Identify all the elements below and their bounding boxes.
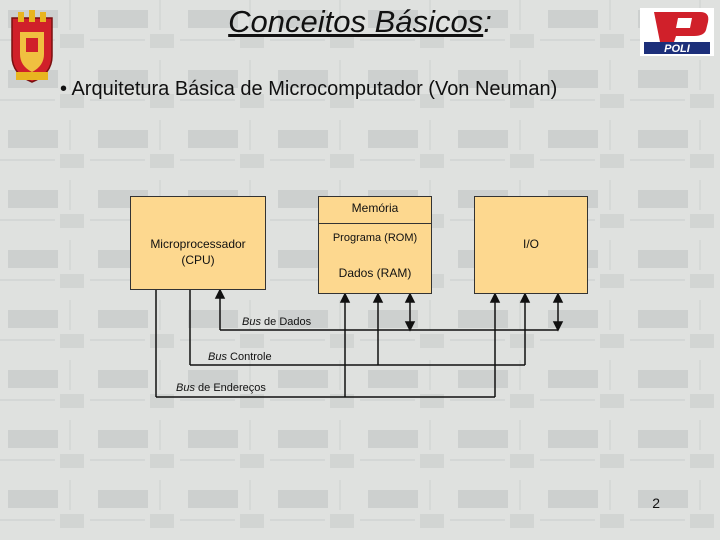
io-box [474,196,588,294]
page-title-text: Conceitos Básicos [228,4,484,39]
control-bus-io-arrow [519,292,531,303]
data-bus-label: Bus de Dados [242,316,311,328]
poli-logo-text: POLI [664,43,691,55]
page-title-suffix: : [483,4,492,39]
page-number: 2 [652,495,660,511]
io-label: I/O [522,237,539,251]
data-bus-label-rest: de Dados [260,316,312,328]
address-bus-mem-arrow [339,292,351,303]
memory-box [318,196,432,294]
ufpe-logo [11,10,53,83]
bullet-text: • Arquitetura Básica de Microcomputador … [60,78,558,100]
address-bus-label-italic: Bus [176,382,195,394]
memory-title: Memória [351,201,399,215]
memory-rom: Programa (ROM) [332,232,418,244]
data-bus-cpu-arrow [214,288,226,299]
address-bus-label-rest: de Endereços [194,382,266,394]
poli-logo: POLI [640,8,714,56]
memory-ram: Dados (RAM) [338,266,412,280]
memory-header [318,196,432,224]
control-bus-label: Bus Controle [208,351,272,363]
address-bus-label: Bus de Endereços [176,382,266,394]
data-bus-io-arrow-down [552,321,564,332]
cpu-label-line1: Microprocessador [150,237,246,251]
control-bus-mem-arrow [372,292,384,303]
cpu-box [130,196,266,290]
data-bus-label-italic: Bus [242,316,261,328]
cpu-label: Microprocessador (CPU) [130,236,266,268]
cpu-label-line2: (CPU) [181,253,215,267]
data-bus-mem-arrow-down [404,321,416,332]
control-bus-label-rest: Controle [226,351,272,363]
address-bus-io-arrow [489,292,501,303]
data-bus-mem-arrow-up [404,292,416,303]
control-bus-label-italic: Bus [208,351,227,363]
page-title: Conceitos Básicos: [150,4,570,40]
data-bus-io-arrow-up [552,292,564,303]
